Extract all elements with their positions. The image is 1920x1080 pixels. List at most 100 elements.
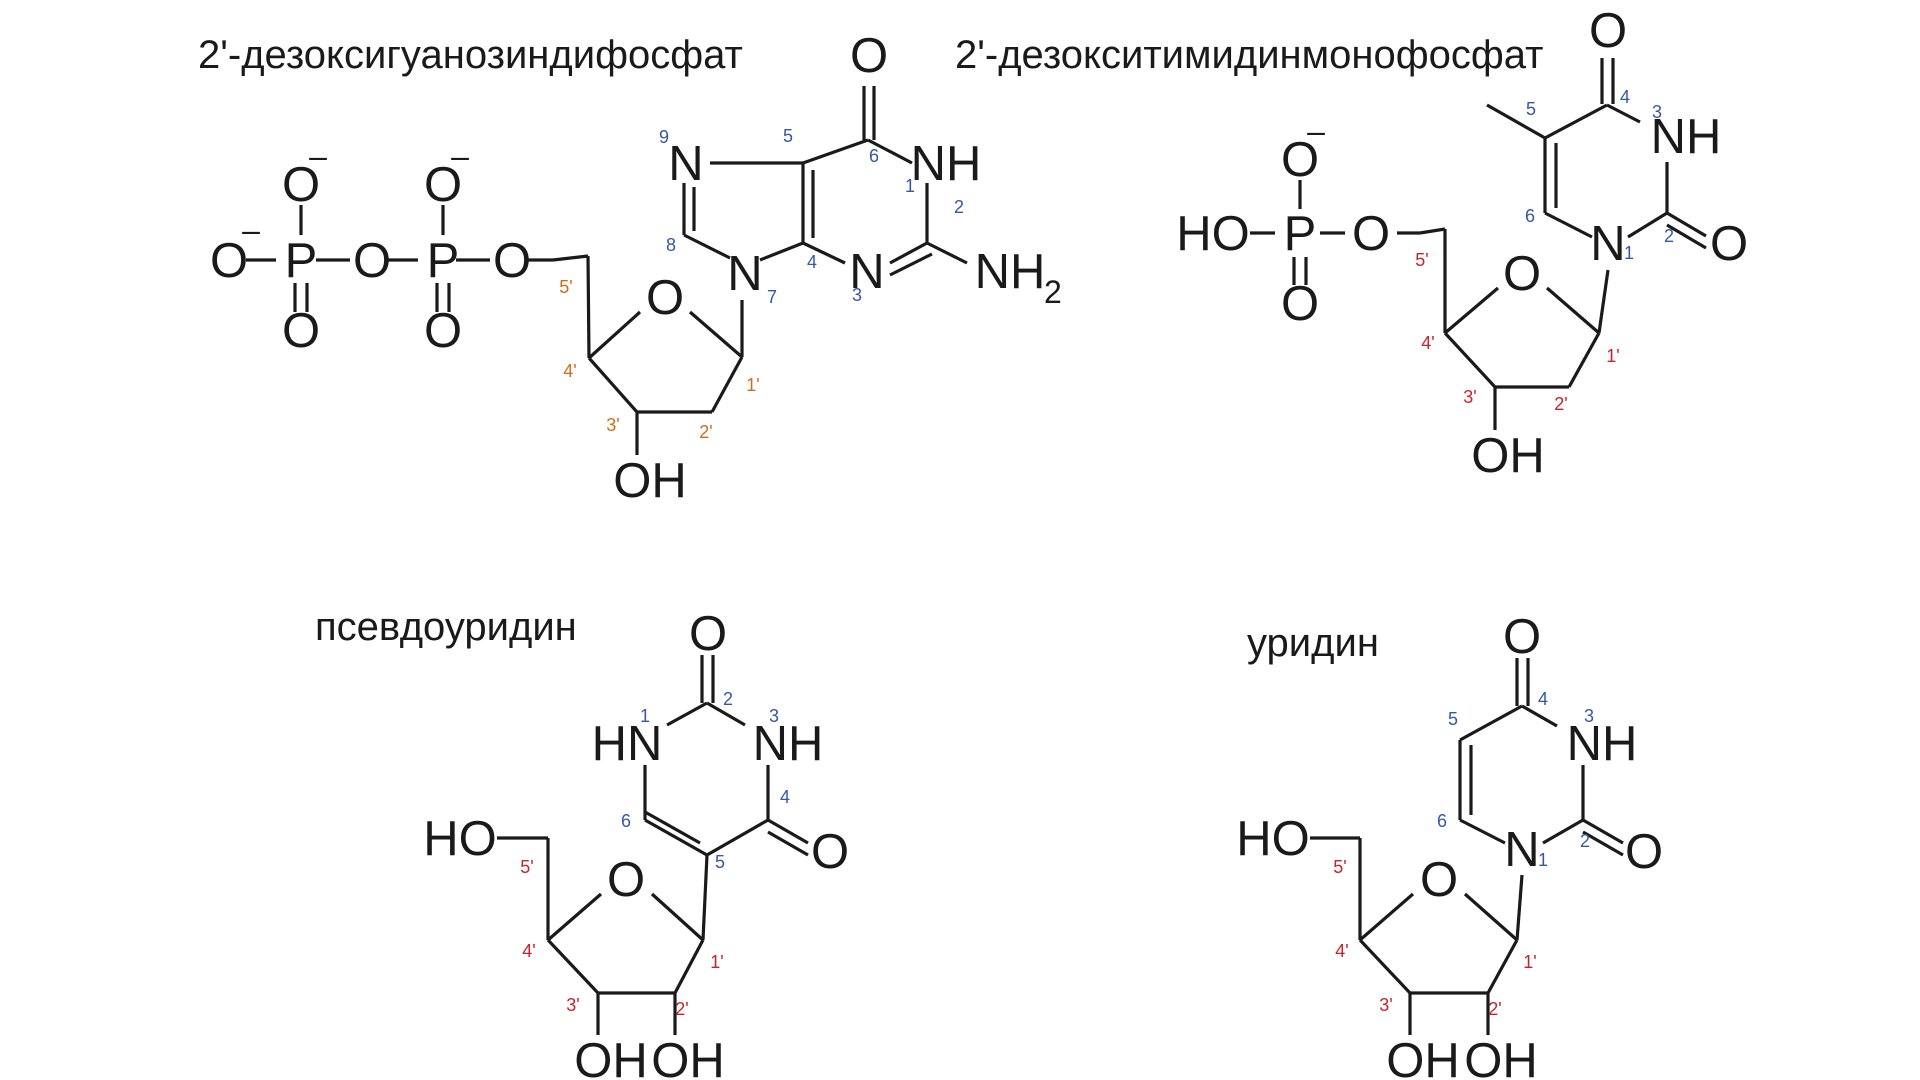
locant-5-prime: 5' [1415, 250, 1428, 270]
locant-2: 2 [954, 197, 964, 217]
atom-o: O [1281, 133, 1319, 187]
atom-o: O [210, 234, 248, 288]
uridine-structure: уридин HO [1236, 610, 1663, 1080]
atom-o: O [1281, 277, 1319, 331]
locant-2-prime: 2' [699, 422, 712, 442]
uridine-base-numbering: 1 2 3 4 5 6 [1437, 689, 1594, 870]
psu-bonds [497, 655, 809, 1035]
locant-4-prime: 4' [563, 361, 576, 381]
locant-1-prime: 1' [1523, 952, 1536, 972]
dtmp-structure: 2'-дезокситимидинмонофосфат [955, 4, 1748, 483]
atom-oh: OH [651, 1034, 725, 1080]
locant-3-prime: 3' [1463, 387, 1476, 407]
locant-4-prime: 4' [522, 941, 535, 961]
locant-4: 4 [1538, 689, 1548, 709]
uridine-bonds [1310, 658, 1624, 1035]
locant-5-prime: 5' [520, 857, 533, 877]
atom-o: O [811, 825, 849, 879]
locant-3-prime: 3' [606, 415, 619, 435]
dtmp-bonds [1250, 58, 1707, 430]
atom-oh: OH [1386, 1034, 1460, 1080]
atom-ho: HO [1176, 207, 1250, 261]
atom-o: O [1589, 4, 1627, 58]
locant-1: 1 [1624, 243, 1634, 263]
atom-o: O [1710, 217, 1748, 271]
dgdp-structure: 2'-дезоксигуанозиндифосфат [198, 29, 1062, 508]
dtmp-atoms: HO P O – O O O OH N NH O O [1176, 4, 1748, 483]
atom-o: O [646, 271, 684, 325]
locant-8: 8 [666, 235, 676, 255]
atom-o: O [424, 158, 462, 212]
locant-2-prime: 2' [675, 999, 688, 1019]
dtmp-base-numbering: 1 2 3 4 5 6 [1525, 87, 1674, 263]
locant-2: 2 [1664, 226, 1674, 246]
locant-4-prime: 4' [1421, 333, 1434, 353]
atom-n: N [1504, 823, 1539, 877]
atom-o: O [493, 234, 531, 288]
atom-o: O [353, 234, 391, 288]
locant-3: 3 [769, 706, 779, 726]
locant-1-prime: 1' [746, 375, 759, 395]
atom-o: O [850, 29, 888, 83]
locant-5: 5 [783, 126, 793, 146]
atom-nh: NH [1651, 110, 1722, 164]
locant-1: 1 [905, 176, 915, 196]
locant-1: 1 [640, 706, 650, 726]
dgdp-bonds [246, 86, 968, 455]
locant-3: 3 [852, 285, 862, 305]
atom-hn: HN [592, 717, 663, 771]
locant-6: 6 [869, 146, 879, 166]
locant-7: 7 [767, 287, 777, 307]
locant-2: 2 [1580, 831, 1590, 851]
uridine-sugar-numbering: 1' 2' 3' 4' 5' [1333, 857, 1536, 1019]
atom-o: O [689, 607, 727, 661]
atom-o: O [1503, 610, 1541, 664]
atom-ho: HO [423, 812, 497, 866]
dtmp-sugar-numbering: 1' 2' 3' 4' 5' [1415, 250, 1619, 414]
atom-oh: OH [1464, 1034, 1538, 1080]
dtmp-title: 2'-дезокситимидинмонофосфат [955, 33, 1543, 77]
locant-5: 5 [1448, 709, 1458, 729]
atom-p: P [285, 234, 318, 288]
uridine-atoms: HO O OH OH N NH O O [1236, 610, 1663, 1080]
atom-nh2-subscript: 2 [1044, 274, 1062, 310]
locant-3: 3 [1652, 102, 1662, 122]
locant-5-prime: 5' [559, 277, 572, 297]
atom-p: P [427, 234, 460, 288]
locant-3: 3 [1584, 706, 1594, 726]
pseudouridine-structure: псевдоуридин [315, 605, 849, 1080]
charge-minus: – [242, 212, 260, 248]
locant-5: 5 [1526, 99, 1536, 119]
atom-nh: NH [911, 137, 982, 191]
locant-2-prime: 2' [1554, 394, 1567, 414]
dgdp-title: 2'-дезоксигуанозиндифосфат [198, 33, 743, 77]
atom-oh: OH [574, 1034, 648, 1080]
locant-1-prime: 1' [710, 952, 723, 972]
dgdp-sugar-numbering: 1' 2' 3' 4' 5' [559, 277, 759, 442]
atom-o: O [1625, 825, 1663, 879]
locant-3-prime: 3' [1379, 995, 1392, 1015]
dgdp-atoms: O – P O – O O P O – O O O OH N N N NH O … [210, 29, 1062, 508]
atom-nh: NH [753, 717, 824, 771]
locant-4: 4 [780, 787, 790, 807]
locant-2: 2 [723, 689, 733, 709]
atom-o: O [424, 304, 462, 358]
locant-1-prime: 1' [1606, 346, 1619, 366]
atom-o: O [1352, 207, 1390, 261]
atom-o: O [607, 853, 645, 907]
locant-6: 6 [1437, 811, 1447, 831]
psu-base-numbering: 1 2 3 4 5 6 [621, 689, 790, 872]
locant-2-prime: 2' [1488, 999, 1501, 1019]
locant-5-prime: 5' [1333, 857, 1346, 877]
pseudouridine-title: псевдоуридин [315, 605, 577, 649]
atom-n: N [668, 137, 703, 191]
dgdp-base-numbering: 1 2 3 4 5 6 7 8 9 [659, 126, 964, 307]
locant-4: 4 [807, 252, 817, 272]
locant-3-prime: 3' [566, 995, 579, 1015]
charge-minus: – [451, 138, 469, 174]
atom-oh: OH [1471, 429, 1545, 483]
atom-p: P [1284, 207, 1317, 261]
locant-1: 1 [1538, 850, 1548, 870]
locant-4-prime: 4' [1335, 941, 1348, 961]
